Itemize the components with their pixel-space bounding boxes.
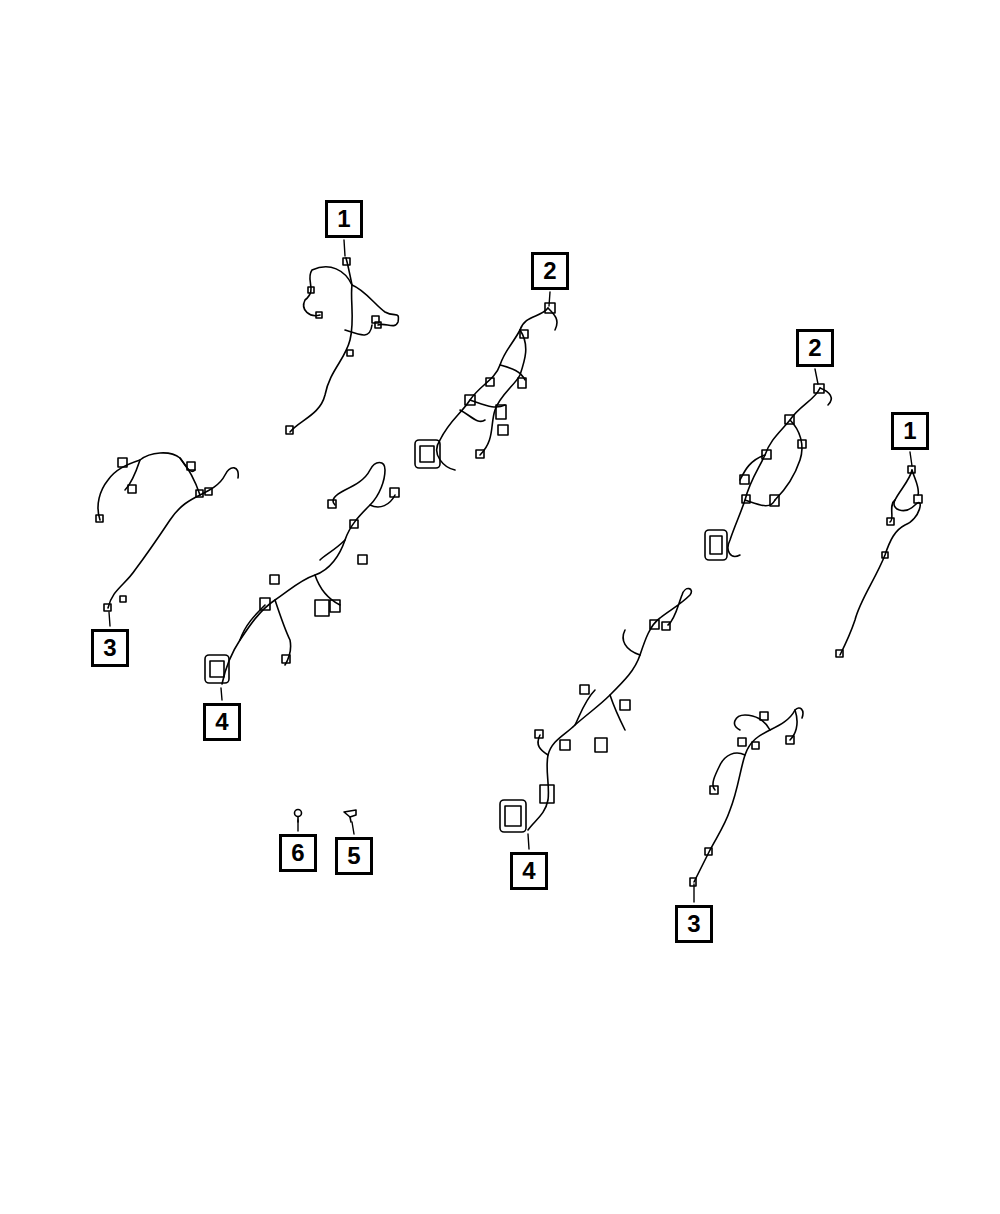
callout-number: 1 <box>325 200 363 238</box>
fasteners <box>295 810 357 823</box>
harness-1-left <box>286 258 398 434</box>
harness-4-lower <box>500 589 691 832</box>
callout-number: 5 <box>335 837 373 875</box>
harness-3-left <box>96 453 238 611</box>
callout-number: 2 <box>531 252 569 290</box>
harness-1-right <box>836 466 922 657</box>
callout-number: 2 <box>796 329 834 367</box>
harness-3-lower <box>690 708 803 886</box>
callout-number: 1 <box>891 412 929 450</box>
callout-number: 3 <box>91 629 129 667</box>
harness-4-left <box>205 463 399 685</box>
leader-lines <box>109 240 912 902</box>
harness-2-right <box>705 384 831 560</box>
callout-number: 4 <box>203 703 241 741</box>
callout-number: 3 <box>675 905 713 943</box>
callout-number: 4 <box>510 852 548 890</box>
callout-number: 6 <box>279 834 317 872</box>
harness-2-upper <box>415 303 557 470</box>
